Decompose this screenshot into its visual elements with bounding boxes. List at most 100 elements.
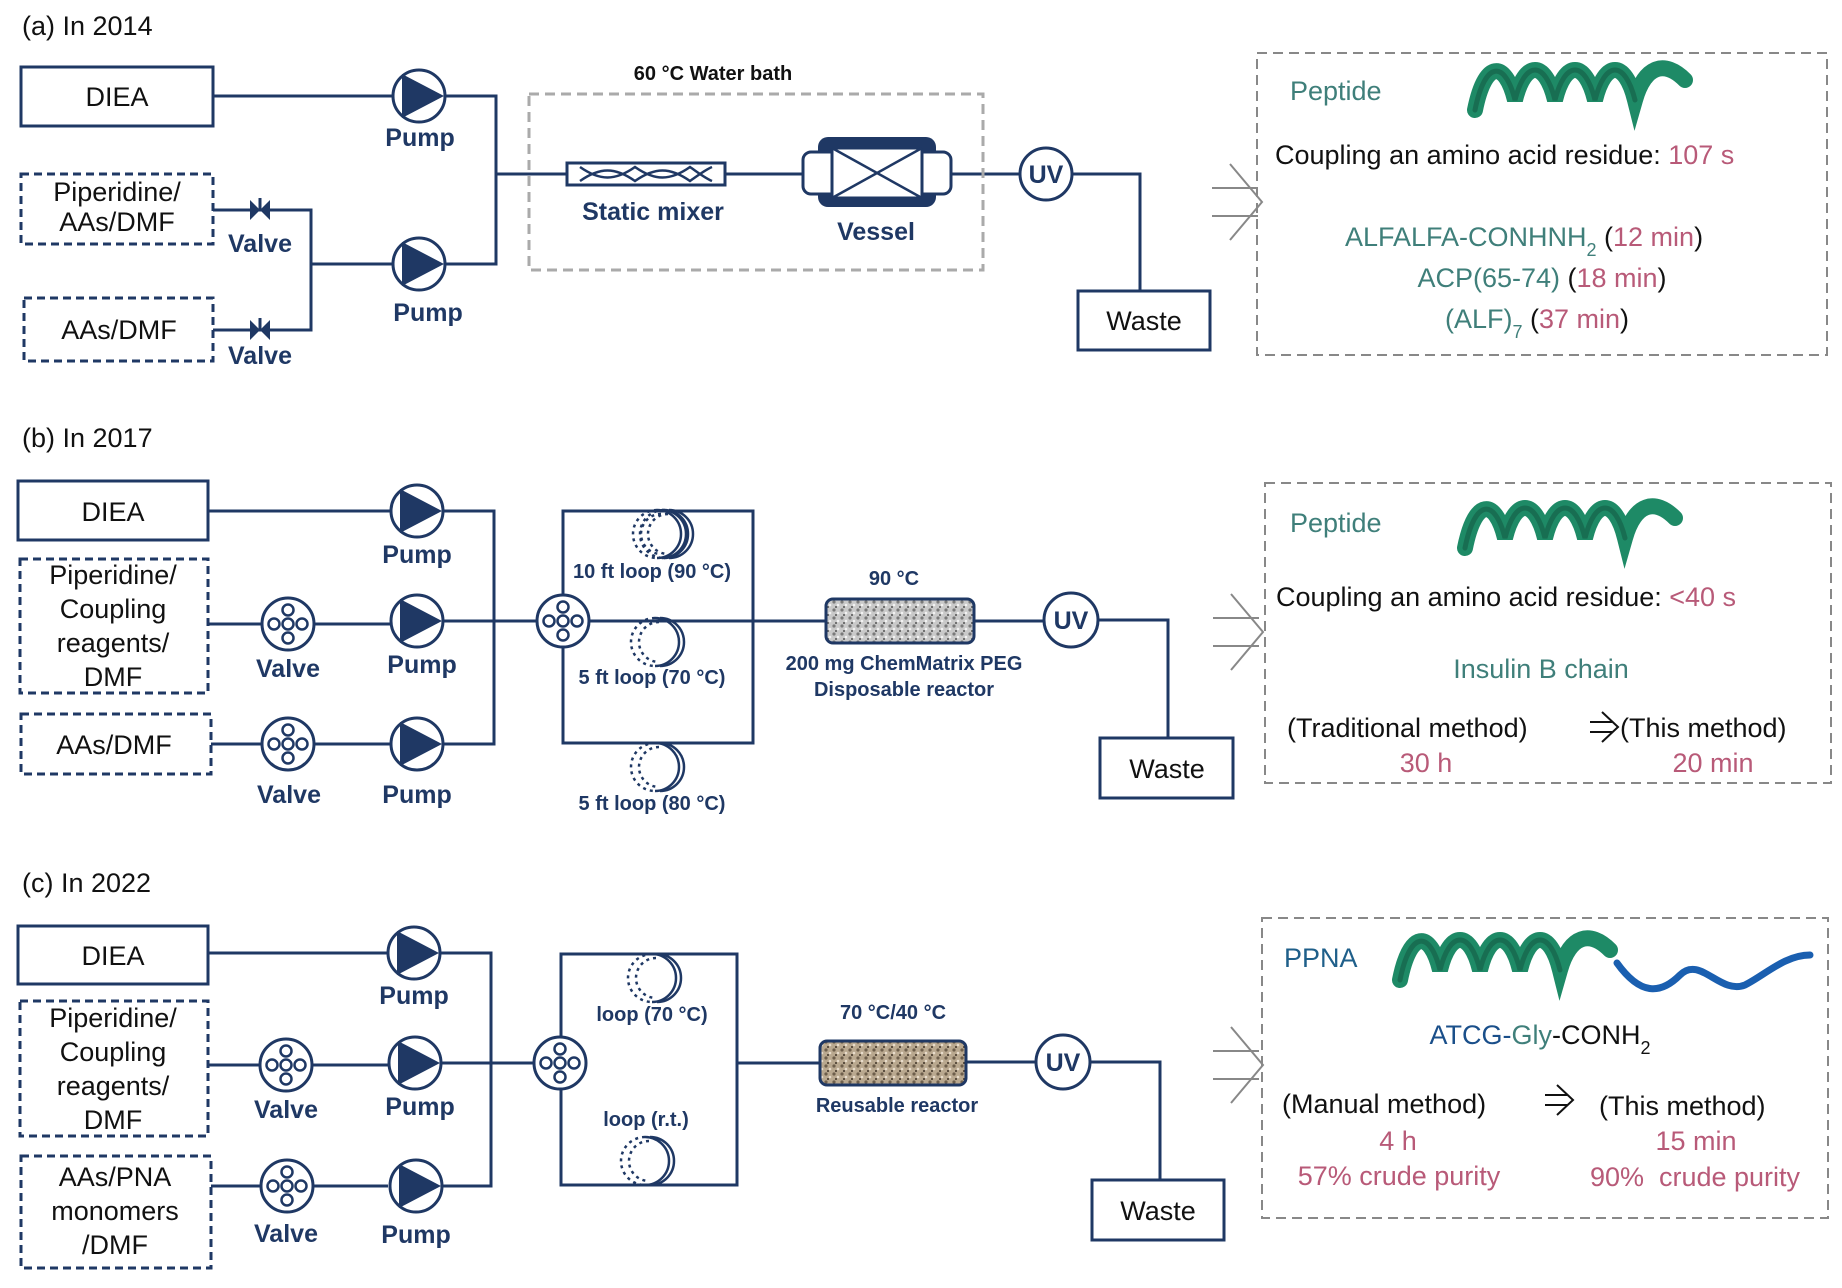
reservoir-aas-pna-label: AAs/PNA monomers/DMF xyxy=(51,1162,179,1260)
reservoir-piperidine-coupling xyxy=(18,999,210,1138)
label-line: monomers xyxy=(51,1196,179,1226)
pump-icon[interactable] xyxy=(391,236,447,292)
valve-label: Valve xyxy=(254,1220,318,1248)
panel-c-tubing xyxy=(208,951,1162,1188)
label-line: AAs/DMF xyxy=(59,207,175,237)
molecule-label: Peptide xyxy=(1290,76,1382,106)
old-method-label: (Manual method) xyxy=(1282,1089,1486,1119)
panel-a: (a) In 2014 DIEA Piperidine/AAs/DMF AAs/… xyxy=(19,11,1828,370)
static-mixer-label: Static mixer xyxy=(582,198,724,226)
waste-label: Waste xyxy=(1120,1196,1196,1226)
label-line: /DMF xyxy=(82,1230,148,1260)
valve-label: Valve xyxy=(228,230,292,258)
reservoir-diea-label: DIEA xyxy=(81,941,144,971)
product-item: ALFALFA-CONHNH2 (12 min) xyxy=(1345,222,1703,260)
old-method-purity: 57% crude purity xyxy=(1298,1161,1501,1191)
label-line: Piperidine/ xyxy=(49,1003,177,1033)
label-line: AAs/PNA xyxy=(59,1162,172,1192)
product-name: ATCG-Gly-CONH2 xyxy=(1429,1020,1650,1058)
rotary-valve-icon[interactable] xyxy=(258,1037,314,1093)
rotary-valve-icon[interactable] xyxy=(260,716,316,772)
product-name: Insulin B chain xyxy=(1453,654,1629,684)
loop-label: loop (r.t.) xyxy=(603,1109,689,1131)
reservoir-piperidine-aas-label: Piperidine/AAs/DMF xyxy=(53,177,181,237)
uv-detector xyxy=(1042,591,1100,649)
label-line: Coupling xyxy=(60,594,167,624)
valve-label: Valve xyxy=(228,342,292,370)
pna-strand-icon xyxy=(1613,951,1814,993)
peptide-helix-icon xyxy=(1465,506,1675,548)
panel-c-title: (c) In 2022 xyxy=(22,868,151,898)
coil-loop-icon xyxy=(629,741,686,793)
old-method-label: (Traditional method) xyxy=(1287,713,1528,743)
uv-label: UV xyxy=(1054,607,1089,635)
label-line: Piperidine/ xyxy=(53,177,181,207)
reservoir-diea xyxy=(16,924,210,986)
pump-label: Pump xyxy=(387,651,456,679)
loop-label: 10 ft loop (90 °C) xyxy=(573,561,731,583)
pump-label: Pump xyxy=(393,299,462,327)
result-arrow-icon xyxy=(1212,1026,1264,1104)
pump-label: Pump xyxy=(379,982,448,1010)
peptide-helix-icon xyxy=(1475,68,1685,110)
vessel-icon xyxy=(801,137,953,207)
product-item: (ALF)7 (37 min) xyxy=(1445,304,1629,342)
coil-loop-icon xyxy=(626,952,683,1004)
uv-label: UV xyxy=(1046,1049,1081,1077)
reservoir-diea xyxy=(19,65,215,128)
needle-valve-2[interactable] xyxy=(250,318,270,340)
waste-container xyxy=(1076,289,1212,352)
pump-icon[interactable] xyxy=(387,1035,443,1091)
coupling-time: Coupling an amino acid residue: 107 s xyxy=(1275,140,1734,170)
loop-label: 5 ft loop (70 °C) xyxy=(579,667,726,689)
reusable-reactor xyxy=(818,1039,968,1087)
static-mixer-icon xyxy=(565,161,727,187)
reactor-label: Reusable reactor xyxy=(816,1095,979,1117)
pump-label: Pump xyxy=(385,1093,454,1121)
panel-b-title: (b) In 2017 xyxy=(22,423,153,453)
waste-container xyxy=(1090,1178,1226,1242)
selector-valve-icon[interactable] xyxy=(532,1035,588,1091)
valve-label: Valve xyxy=(254,1096,318,1124)
pump-icon[interactable] xyxy=(391,68,447,124)
pump-icon[interactable] xyxy=(389,593,445,649)
new-method-time: 15 min xyxy=(1655,1126,1736,1156)
coil-loop-icon xyxy=(629,616,686,668)
label-line: DMF xyxy=(84,662,142,692)
reservoir-aas-pna xyxy=(19,1154,213,1270)
result-arrow-icon xyxy=(1211,163,1263,241)
reservoir-diea-label: DIEA xyxy=(85,82,148,112)
valve-label: Valve xyxy=(256,655,320,683)
reservoir-aas-dmf-label: AAs/DMF xyxy=(56,730,172,760)
new-method-time: 20 min xyxy=(1672,748,1753,778)
pump-icon[interactable] xyxy=(386,925,442,981)
reservoir-diea xyxy=(16,479,210,542)
reactor-temperature: 90 °C xyxy=(869,568,919,590)
reservoir-piperidine-coupling xyxy=(18,557,210,695)
loop-label: 5 ft loop (80 °C) xyxy=(579,793,726,815)
loop-label: loop (70 °C) xyxy=(596,1004,707,1026)
reactor-temperature: 70 °C/40 °C xyxy=(840,1002,946,1024)
pump-label: Pump xyxy=(382,541,451,569)
rotary-valve-icon[interactable] xyxy=(260,596,316,652)
result-arrow-icon xyxy=(1212,593,1264,671)
rotary-valve-icon[interactable] xyxy=(259,1158,315,1214)
result-box-a xyxy=(1256,52,1828,356)
waste-container xyxy=(1098,736,1235,800)
pump-icon[interactable] xyxy=(389,483,445,539)
reservoir-aas-dmf-label: AAs/DMF xyxy=(61,315,177,345)
selector-valve-icon[interactable] xyxy=(535,593,591,649)
needle-valve-1[interactable] xyxy=(250,198,270,220)
pump-icon[interactable] xyxy=(389,716,445,772)
pump-label: Pump xyxy=(382,781,451,809)
pump-label: Pump xyxy=(381,1221,450,1249)
label-line: Coupling xyxy=(60,1037,167,1067)
product-list: ALFALFA-CONHNH2 (12 min) ACP(65-74) (18 … xyxy=(1345,222,1703,342)
molecule-label: Peptide xyxy=(1290,508,1382,538)
label-line: reagents/ xyxy=(57,1071,170,1101)
uv-detector xyxy=(1018,146,1074,202)
pump-icon[interactable] xyxy=(388,1158,444,1214)
